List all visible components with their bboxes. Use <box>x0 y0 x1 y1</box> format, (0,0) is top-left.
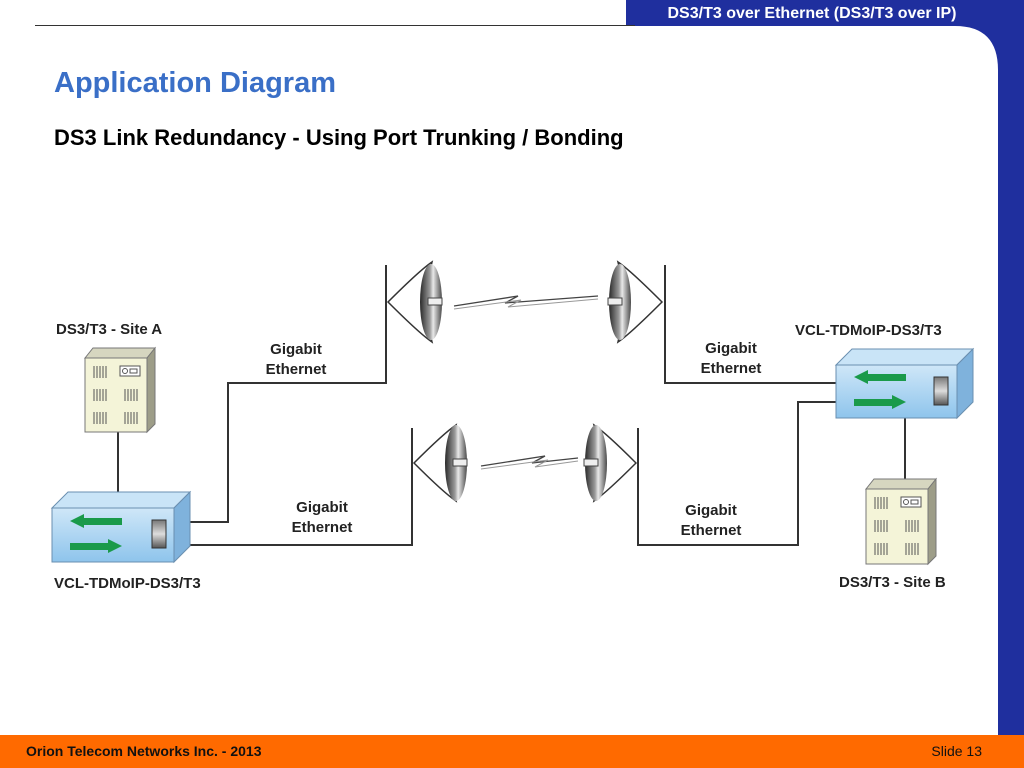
link-label-lower-right-line2: Ethernet <box>681 522 742 539</box>
link-label-lower-left-line1: Gigabit <box>296 499 348 516</box>
link-label-upper-right-line1: Gigabit <box>705 340 757 357</box>
site-a-cabinet-icon <box>83 346 157 434</box>
device-a-label: VCL-TDMoIP-DS3/T3 <box>54 575 201 592</box>
dish-upper-right-icon <box>607 260 664 344</box>
presentation-title: DS3/T3 over Ethernet (DS3/T3 over IP) <box>667 5 957 22</box>
wire-a-lower <box>190 428 413 546</box>
device-b-icon <box>834 347 975 420</box>
link-lines <box>117 265 906 546</box>
slide-subtitle: DS3 Link Redundancy - Using Port Trunkin… <box>54 125 624 150</box>
dish-lower-left-icon <box>412 423 468 503</box>
wire-b-lower <box>637 401 838 546</box>
footer-bar: Orion Telecom Networks Inc. - 2013 Slide… <box>0 735 1024 768</box>
device-a-icon <box>50 490 192 564</box>
header-rule <box>35 25 635 26</box>
dish-lower-right-icon <box>583 423 638 503</box>
link-label-upper-left-line1: Gigabit <box>270 341 322 358</box>
link-label-lower-left-line2: Ethernet <box>292 519 353 536</box>
link-label-upper-right-line2: Ethernet <box>701 360 762 377</box>
site-b-label: DS3/T3 - Site B <box>839 574 946 591</box>
link-label-lower-right-line1: Gigabit <box>685 502 737 519</box>
wire-b-upper <box>664 265 838 384</box>
link-label-upper-left-line2: Ethernet <box>266 361 327 378</box>
site-b-cabinet-icon <box>864 477 938 566</box>
wireless-bolt-lower-icon <box>480 455 579 467</box>
slide-number: Slide 13 <box>931 743 982 759</box>
slide-title: Application Diagram <box>54 67 336 99</box>
wireless-bolt-upper-icon <box>453 295 599 307</box>
dish-upper-left-icon <box>386 260 443 344</box>
device-b-label: VCL-TDMoIP-DS3/T3 <box>795 322 942 339</box>
wire-a-upper <box>190 265 387 523</box>
footer-company: Orion Telecom Networks Inc. - 2013 <box>26 743 262 759</box>
site-a-label: DS3/T3 - Site A <box>56 321 162 338</box>
